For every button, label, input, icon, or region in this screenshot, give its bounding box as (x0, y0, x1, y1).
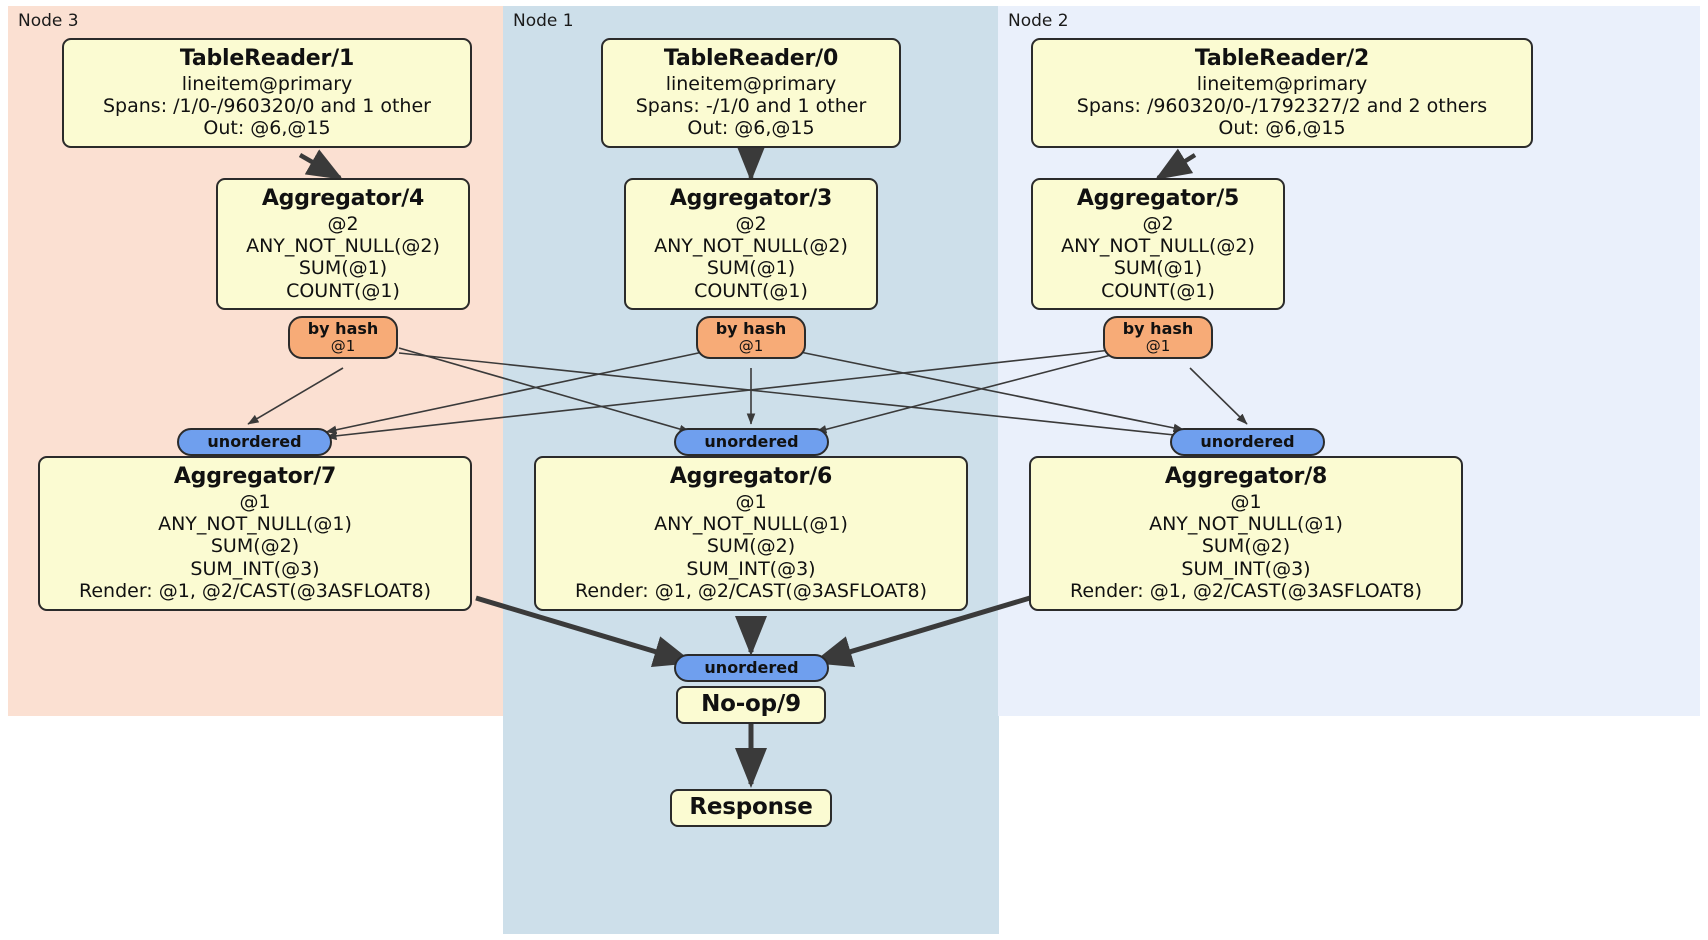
processor-line: SUM(@2) (210, 535, 300, 558)
processor-line: lineitem@primary (1196, 72, 1368, 95)
input-badge-unordered-aggregator-6[interactable]: unordered (674, 428, 829, 456)
processor-line: COUNT(@1) (694, 279, 808, 302)
processor-title: Aggregator/4 (261, 186, 425, 211)
processor-title: Aggregator/5 (1076, 186, 1240, 211)
processor-line: SUM(@1) (298, 257, 388, 280)
router-badge-hash-aggregator-4[interactable]: by hash @1 (288, 316, 398, 359)
processor-aggregator-6[interactable]: Aggregator/6 @1 ANY_NOT_NULL(@1) SUM(@2)… (534, 456, 968, 611)
processor-line: Out: @6,@15 (203, 117, 331, 140)
router-badge-sub: @1 (1145, 336, 1171, 355)
processor-line: SUM(@2) (1201, 535, 1291, 558)
processor-aggregator-3[interactable]: Aggregator/3 @2 ANY_NOT_NULL(@2) SUM(@1)… (624, 178, 878, 311)
processor-noop-9[interactable]: No-op/9 (676, 686, 826, 724)
processor-table-reader-2[interactable]: TableReader/2 lineitem@primary Spans: /9… (1031, 38, 1533, 148)
processor-line: Spans: /1/0-/960320/0 and 1 other (103, 94, 431, 117)
processor-line: SUM_INT(@3) (1181, 557, 1311, 580)
input-badge-label: unordered (207, 432, 302, 451)
processor-line: SUM(@1) (706, 257, 796, 280)
processor-line: ANY_NOT_NULL(@2) (1061, 234, 1255, 257)
processor-table-reader-0[interactable]: TableReader/0 lineitem@primary Spans: -/… (601, 38, 901, 148)
router-badge-sub: @1 (330, 336, 356, 355)
processor-line: @1 (239, 490, 271, 513)
processor-line: SUM_INT(@3) (686, 557, 816, 580)
processor-response[interactable]: Response (670, 789, 832, 827)
router-badge-label: by hash (307, 319, 379, 338)
processor-aggregator-4[interactable]: Aggregator/4 @2 ANY_NOT_NULL(@2) SUM(@1)… (216, 178, 470, 311)
processor-title: Aggregator/3 (669, 186, 833, 211)
input-badge-label: unordered (704, 658, 799, 677)
node-label-node1: Node 1 (513, 11, 574, 31)
processor-title: No-op/9 (701, 691, 801, 717)
processor-aggregator-8[interactable]: Aggregator/8 @1 ANY_NOT_NULL(@1) SUM(@2)… (1029, 456, 1463, 611)
processor-line: lineitem@primary (665, 72, 837, 95)
input-badge-label: unordered (1200, 432, 1295, 451)
processor-line: @2 (327, 212, 359, 235)
processor-line: SUM(@2) (706, 535, 796, 558)
input-badge-label: unordered (704, 432, 799, 451)
processor-line: ANY_NOT_NULL(@1) (158, 512, 352, 535)
router-badge-label: by hash (715, 319, 787, 338)
processor-line: Out: @6,@15 (1218, 117, 1346, 140)
processor-line: lineitem@primary (181, 72, 353, 95)
processor-aggregator-5[interactable]: Aggregator/5 @2 ANY_NOT_NULL(@2) SUM(@1)… (1031, 178, 1285, 311)
processor-aggregator-7[interactable]: Aggregator/7 @1 ANY_NOT_NULL(@1) SUM(@2)… (38, 456, 472, 611)
router-badge-sub: @1 (738, 336, 764, 355)
processor-line: @1 (735, 490, 767, 513)
input-badge-unordered-aggregator-8[interactable]: unordered (1170, 428, 1325, 456)
node-label-node3: Node 3 (18, 11, 79, 31)
input-badge-unordered-aggregator-7[interactable]: unordered (177, 428, 332, 456)
processor-line: SUM(@1) (1113, 257, 1203, 280)
processor-line: SUM_INT(@3) (190, 557, 320, 580)
processor-line: @1 (1230, 490, 1262, 513)
processor-line: ANY_NOT_NULL(@2) (654, 234, 848, 257)
router-badge-hash-aggregator-3[interactable]: by hash @1 (696, 316, 806, 359)
processor-line: ANY_NOT_NULL(@1) (654, 512, 848, 535)
input-badge-unordered-noop-9[interactable]: unordered (674, 654, 829, 682)
processor-line: ANY_NOT_NULL(@1) (1149, 512, 1343, 535)
processor-line: Out: @6,@15 (687, 117, 815, 140)
processor-title: Aggregator/8 (1164, 464, 1328, 489)
processor-line: ANY_NOT_NULL(@2) (246, 234, 440, 257)
node-label-node2: Node 2 (1008, 11, 1069, 31)
processor-line: Render: @1, @2/CAST(@3ASFLOAT8) (1070, 580, 1422, 603)
processor-line: @2 (735, 212, 767, 235)
processor-title: TableReader/1 (179, 46, 355, 71)
router-badge-label: by hash (1122, 319, 1194, 338)
processor-title: TableReader/2 (1194, 46, 1370, 71)
processor-title: Aggregator/6 (669, 464, 833, 489)
processor-title: Response (689, 794, 813, 820)
processor-line: Render: @1, @2/CAST(@3ASFLOAT8) (575, 580, 927, 603)
processor-table-reader-1[interactable]: TableReader/1 lineitem@primary Spans: /1… (62, 38, 472, 148)
router-badge-hash-aggregator-5[interactable]: by hash @1 (1103, 316, 1213, 359)
processor-line: @2 (1142, 212, 1174, 235)
processor-line: Render: @1, @2/CAST(@3ASFLOAT8) (79, 580, 431, 603)
processor-title: Aggregator/7 (173, 464, 337, 489)
processor-title: TableReader/0 (663, 46, 839, 71)
processor-line: COUNT(@1) (286, 279, 400, 302)
processor-line: COUNT(@1) (1101, 279, 1215, 302)
processor-line: Spans: /960320/0-/1792327/2 and 2 others (1076, 94, 1488, 117)
processor-line: Spans: -/1/0 and 1 other (635, 94, 867, 117)
